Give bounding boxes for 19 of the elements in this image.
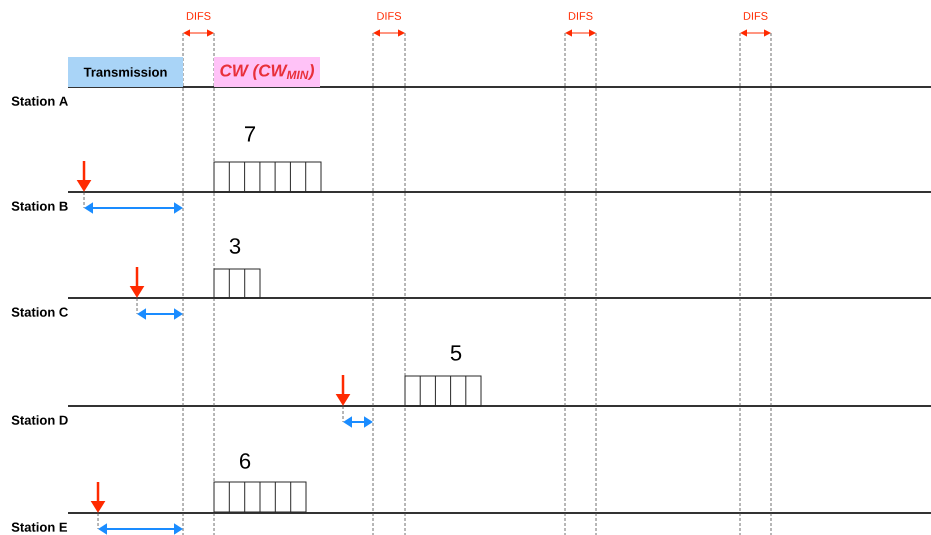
interval-label: DIFS	[186, 12, 211, 20]
station-label: Station C	[12, 307, 68, 317]
interval-label: DIFS	[568, 12, 593, 20]
backoff-slots: 7	[214, 126, 322, 192]
station-label: Station D	[12, 415, 68, 425]
interval-label: DIFS	[377, 12, 402, 20]
node-label: 6	[240, 453, 250, 469]
node-label: 7	[245, 126, 256, 142]
backoff-slots: 5	[404, 345, 482, 406]
transmission-box: Transmission	[68, 57, 183, 87]
station-label: Station A	[12, 96, 68, 106]
node-label: 5	[450, 345, 462, 361]
interval-label: DIFS	[744, 12, 768, 20]
backoff-slots: 3	[214, 238, 260, 298]
contention-window-box: CW (CW$_{MIN}$)	[214, 57, 320, 87]
station-label: Station E	[12, 522, 68, 532]
node-label: 3	[230, 238, 240, 254]
backoff-slots: 6	[214, 453, 306, 512]
station-label: Station B	[12, 201, 68, 211]
